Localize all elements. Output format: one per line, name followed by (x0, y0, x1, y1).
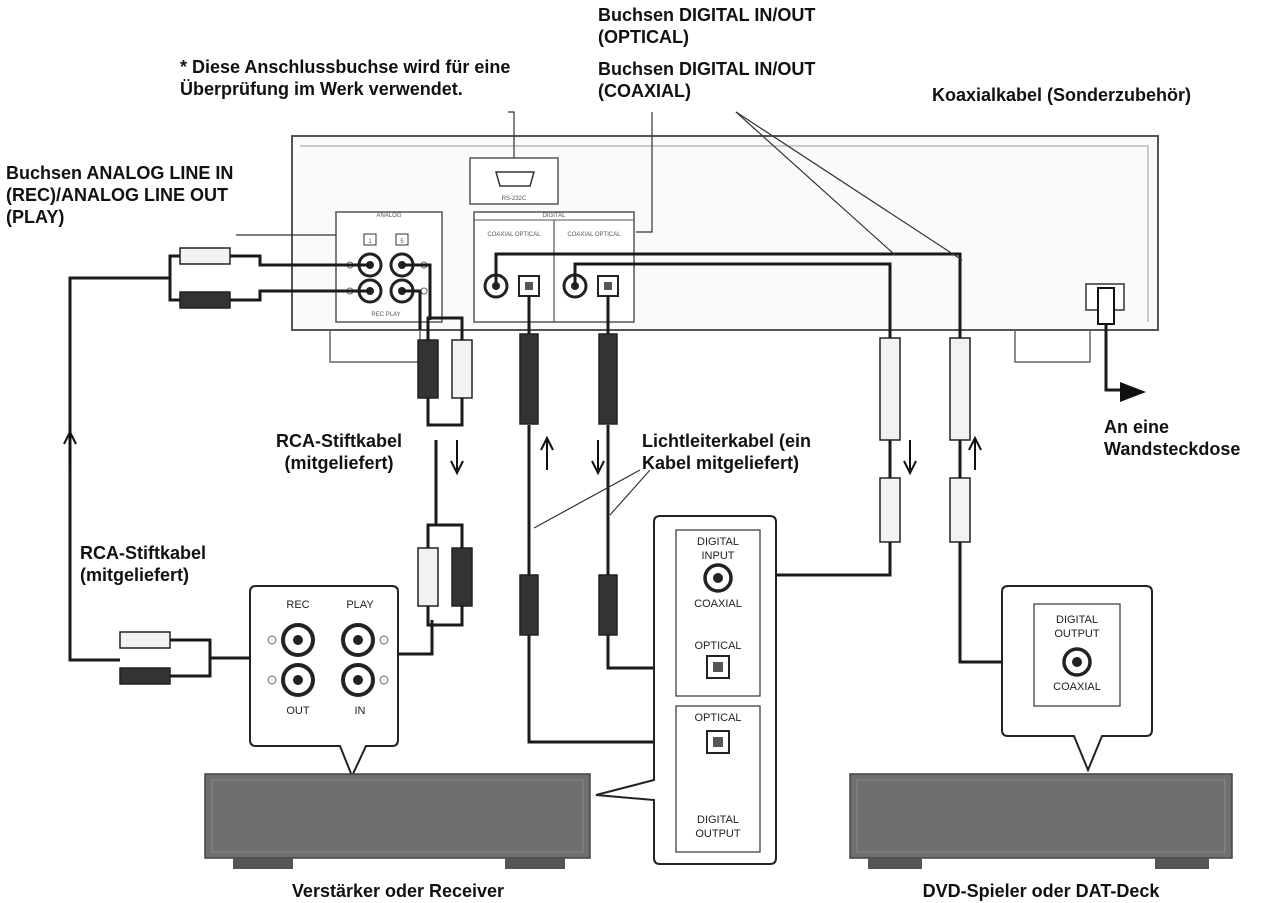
amp-input-label: INPUT (702, 550, 735, 562)
service-port: RS-232C (469, 157, 559, 205)
analog-jacks-label: Buchsen ANALOG LINE IN (REC)/ANALOG LINE… (6, 163, 234, 227)
dvd-digital-panel: DIGITAL OUTPUT COAXIAL (1001, 585, 1153, 773)
digital-coaxial-label: Buchsen DIGITAL IN/OUT (COAXIAL) (598, 59, 816, 101)
amp-digital-panel: DIGITAL INPUT COAXIAL OPTICAL OPTICAL DI… (595, 515, 777, 865)
coaxial-cable-label: Koaxialkabel (Sonderzubehör) (932, 85, 1192, 105)
plugs (119, 247, 971, 685)
amp-digital-out-label: DIGITAL (697, 814, 739, 826)
amp-in-label: IN (355, 705, 366, 717)
amp-out-label: OUT (286, 705, 310, 717)
amp-optical-in-label: OPTICAL (694, 640, 741, 652)
digital-out-sublabel: COAXIAL OPTICAL (567, 232, 621, 238)
dvd-digital-label: DIGITAL (1056, 614, 1098, 626)
ac-inlet (1085, 283, 1125, 325)
jack-number-left: 1 (368, 239, 372, 245)
jack-number-right: 5 (400, 239, 404, 245)
digital-optical-label: Buchsen DIGITAL IN/OUT (OPTICAL) (598, 5, 816, 47)
dvd-coaxial-label: COAXIAL (1053, 681, 1101, 693)
amp-output-label: OUTPUT (695, 828, 741, 840)
dvd-output-label: OUTPUT (1054, 628, 1100, 640)
rec-play-label: REC PLAY (371, 312, 400, 318)
amp-digital-label: DIGITAL (697, 536, 739, 548)
wall-outlet-label: An eine Wandsteckdose (1104, 417, 1241, 459)
leader-lines (236, 111, 963, 529)
amplifier-unit (204, 773, 591, 869)
amp-rec-label: REC (286, 599, 309, 611)
analog-header: ANALOG (376, 213, 401, 219)
service-port-label: RS-232C (502, 196, 527, 202)
amp-coaxial-label: COAXIAL (694, 598, 742, 610)
dvd-unit (849, 773, 1233, 869)
amplifier-label: Verstärker oder Receiver (291, 881, 505, 901)
recorder-analog-block: ANALOG 1 5 REC PLAY (335, 211, 443, 323)
amp-analog-panel: REC PLAY OUT IN (249, 585, 399, 779)
factory-note-label: * Diese Anschlussbuchse wird für eine Üb… (180, 57, 511, 99)
optical-cable-label: Lichtleiterkabel (ein Kabel mitgeliefert… (642, 431, 812, 473)
signal-arrows (63, 429, 982, 476)
amp-optical-out-label: OPTICAL (694, 712, 741, 724)
rca-cable-label-1: RCA-Stiftkabel (mitgeliefert) (276, 431, 403, 473)
dvd-dat-label: DVD-Spieler oder DAT-Deck (922, 881, 1160, 901)
recorder-digital-block: DIGITAL COAXIAL OPTICAL COAXIAL OPTICAL (473, 211, 635, 323)
rca-cable-label-2: RCA-Stiftkabel (mitgeliefert) (80, 543, 207, 585)
amp-play-label: PLAY (346, 599, 374, 611)
digital-header: DIGITAL (543, 213, 567, 219)
digital-in-sublabel: COAXIAL OPTICAL (487, 232, 541, 238)
